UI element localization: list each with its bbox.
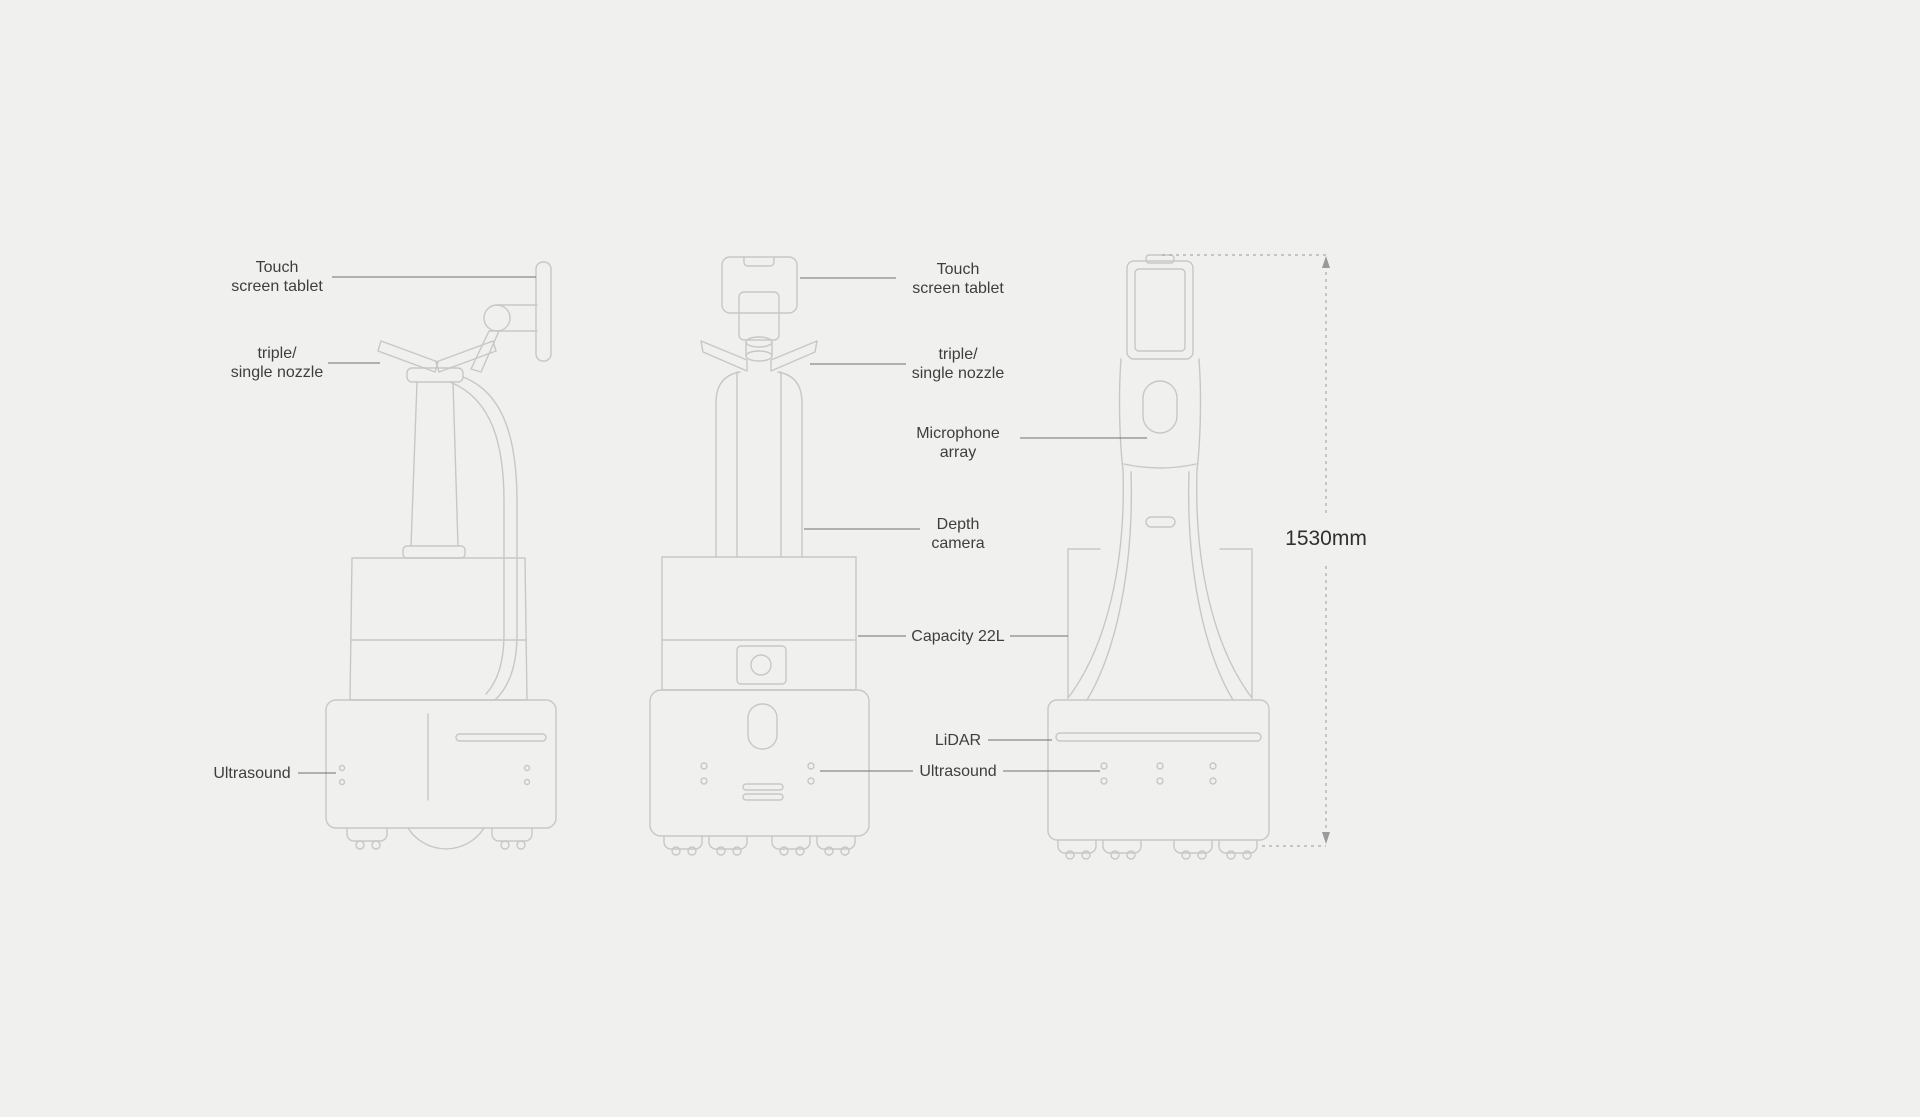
back-base <box>1047 699 1270 841</box>
label-ultrasound-mid: Ultrasound <box>919 763 997 780</box>
front-tablet <box>721 256 798 314</box>
side-ultrasound-sensor <box>338 764 346 772</box>
label-touch-screen-tablet-left: Touch screen tablet <box>231 259 323 295</box>
back-tablet <box>1126 260 1194 360</box>
lidar-groove <box>1055 732 1262 742</box>
front-ultrasound-sensor <box>700 762 708 770</box>
robot-front-view-drawing <box>649 256 870 856</box>
label-touch-screen-tablet-mid: Touch screen tablet <box>912 261 1004 297</box>
label-depth-camera: Depth camera <box>931 516 985 552</box>
front-nozzle <box>700 340 748 372</box>
dimension-lines <box>1162 254 1330 847</box>
label-ultrasound-left: Ultrasound <box>213 765 291 782</box>
dimension-arrow-up <box>1322 256 1330 268</box>
side-tablet <box>535 261 552 362</box>
front-base <box>649 689 870 837</box>
dimension-arrow-down <box>1322 832 1330 844</box>
label-microphone-array: Microphone array <box>916 425 1000 461</box>
robot-back-view-drawing <box>1047 254 1270 860</box>
depth-camera-slot <box>1145 516 1176 528</box>
front-tank <box>661 556 857 691</box>
label-capacity: Capacity 22L <box>911 628 1005 645</box>
label-nozzle-mid: triple/ single nozzle <box>911 346 1005 382</box>
leader-lines <box>298 276 1147 774</box>
microphone-array-mount <box>1142 380 1178 434</box>
side-base <box>325 699 557 829</box>
label-lidar: LiDAR <box>934 732 982 749</box>
robot-side-view-drawing <box>325 261 557 850</box>
back-ultrasound-sensor <box>1100 762 1108 770</box>
label-nozzle-left: triple/ single nozzle <box>230 345 324 381</box>
side-nozzle <box>377 340 439 373</box>
label-dimension-height: 1530mm <box>1285 527 1367 550</box>
